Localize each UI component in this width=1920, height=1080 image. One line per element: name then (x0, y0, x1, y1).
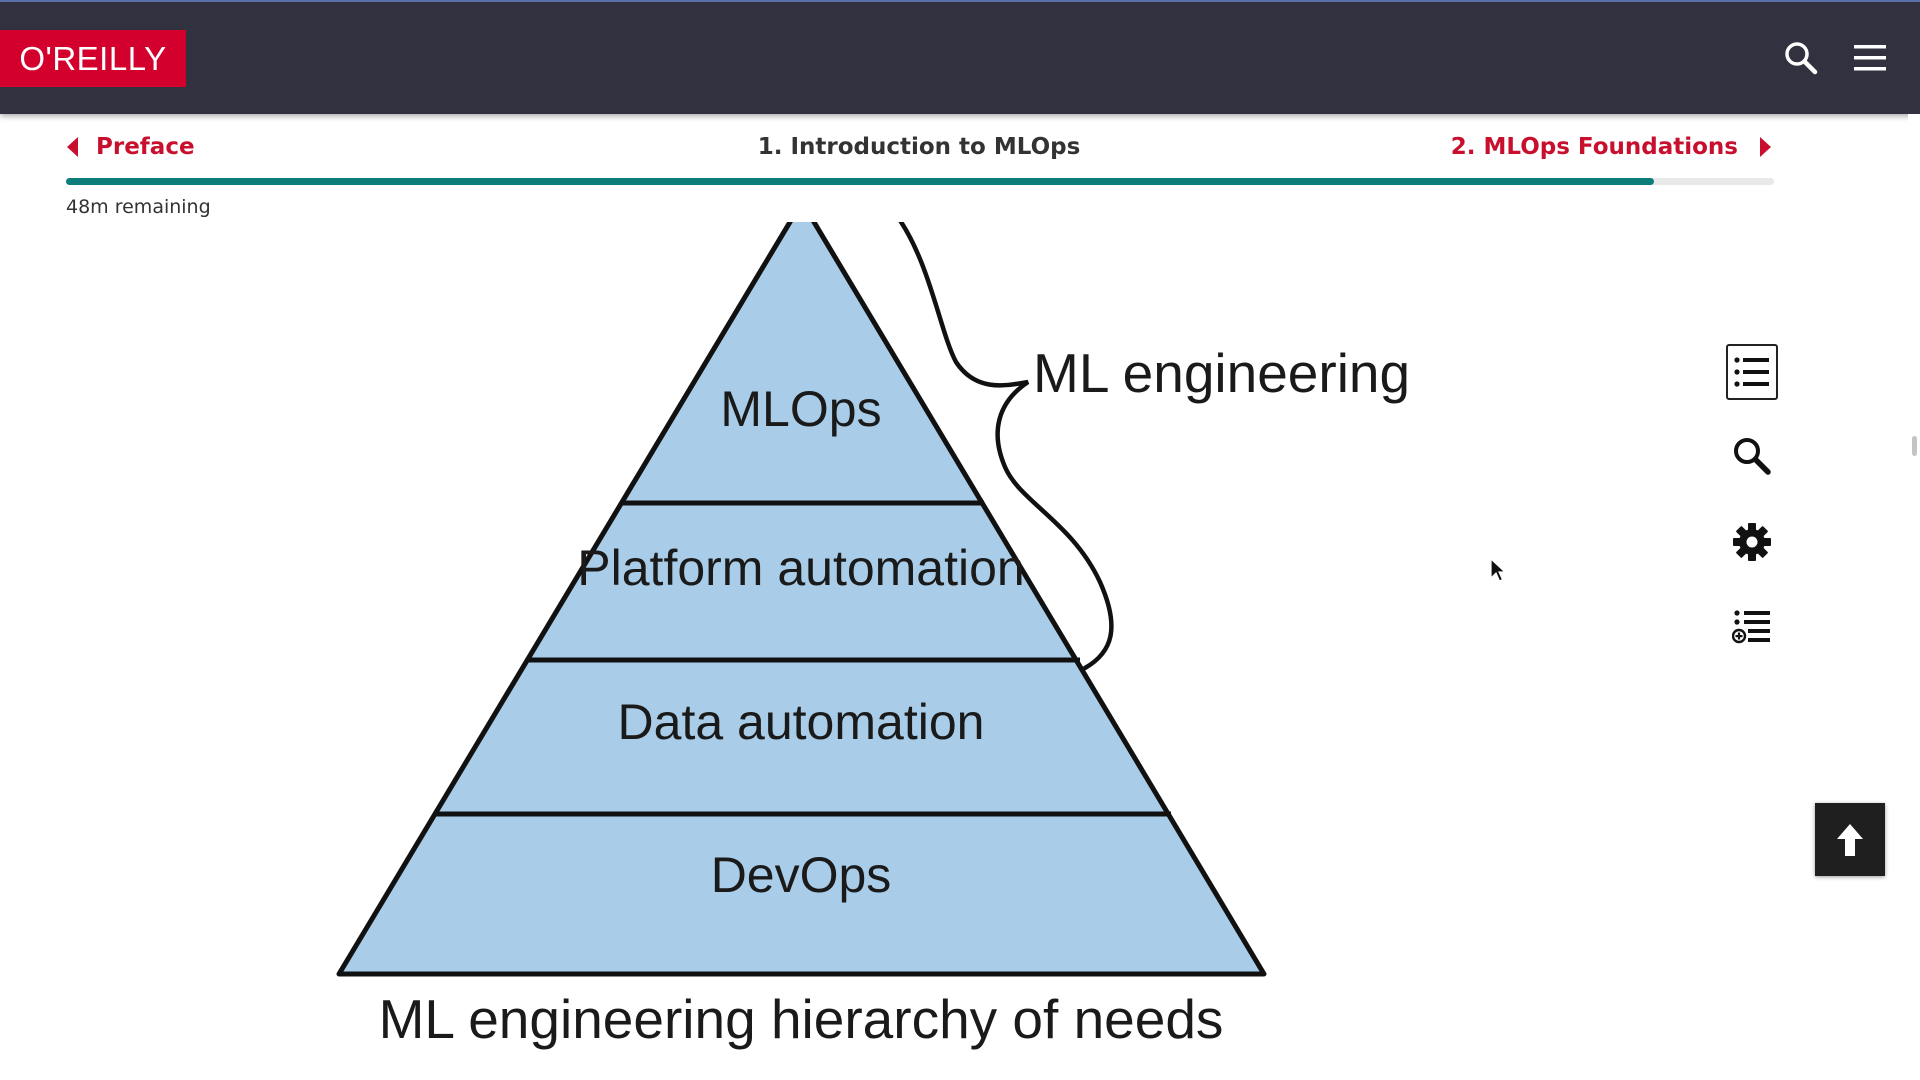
ml-engineering-pyramid-figure: MLOps Platform automation Data automatio… (336, 222, 1410, 1050)
logo-text: O'REILLY (19, 39, 167, 77)
previous-chapter-link[interactable]: Preface (66, 134, 195, 160)
pyramid-layer-label: Data automation (618, 694, 985, 750)
top-navigation-bar: O'REILLY (0, 0, 1920, 114)
search-icon (1785, 42, 1818, 75)
next-chapter-link[interactable]: 2. MLOps Foundations (1451, 134, 1772, 160)
current-chapter-title: 1. Introduction to MLOps (757, 134, 1081, 160)
chapter-navigation: Preface 1. Introduction to MLOps 2. MLOp… (0, 114, 1920, 174)
pyramid-layer-label: Platform automation (577, 540, 1024, 596)
add-to-playlist-icon (1732, 610, 1770, 644)
header-search-button[interactable] (1779, 36, 1823, 80)
reading-progress-fill (66, 178, 1655, 185)
hamburger-menu-icon (1854, 45, 1886, 71)
search-in-book-button[interactable] (1726, 428, 1778, 484)
settings-button[interactable] (1726, 514, 1778, 570)
search-icon (1734, 438, 1771, 475)
pyramid-body (336, 222, 1267, 977)
page-scrollbar[interactable] (1908, 114, 1920, 1080)
settings-gear-icon (1733, 523, 1771, 561)
oreilly-logo[interactable]: O'REILLY (0, 30, 186, 87)
pyramid-layer-label: DevOps (711, 847, 892, 903)
mouse-cursor-icon (1490, 558, 1507, 582)
brace-label: ML engineering (1033, 342, 1410, 404)
reading-progress-bar (66, 178, 1774, 185)
scrollbar-thumb[interactable] (1912, 436, 1917, 456)
table-of-contents-icon (1734, 357, 1769, 387)
brace-curve (898, 222, 1114, 671)
pyramid-layer-label: MLOps (720, 381, 881, 437)
caret-right-icon (1760, 137, 1771, 157)
back-to-top-button[interactable] (1815, 803, 1885, 876)
caret-left-icon (67, 137, 78, 157)
header-menu-button[interactable] (1848, 36, 1892, 80)
previous-chapter-label: Preface (96, 134, 195, 160)
figure-caption: ML engineering hierarchy of needs (379, 988, 1224, 1050)
arrow-up-icon (1837, 823, 1863, 856)
add-to-playlist-button[interactable] (1726, 598, 1778, 654)
next-chapter-label: 2. MLOps Foundations (1450, 134, 1738, 160)
time-remaining: 48m remaining (66, 196, 211, 218)
table-of-contents-button[interactable] (1726, 344, 1778, 400)
